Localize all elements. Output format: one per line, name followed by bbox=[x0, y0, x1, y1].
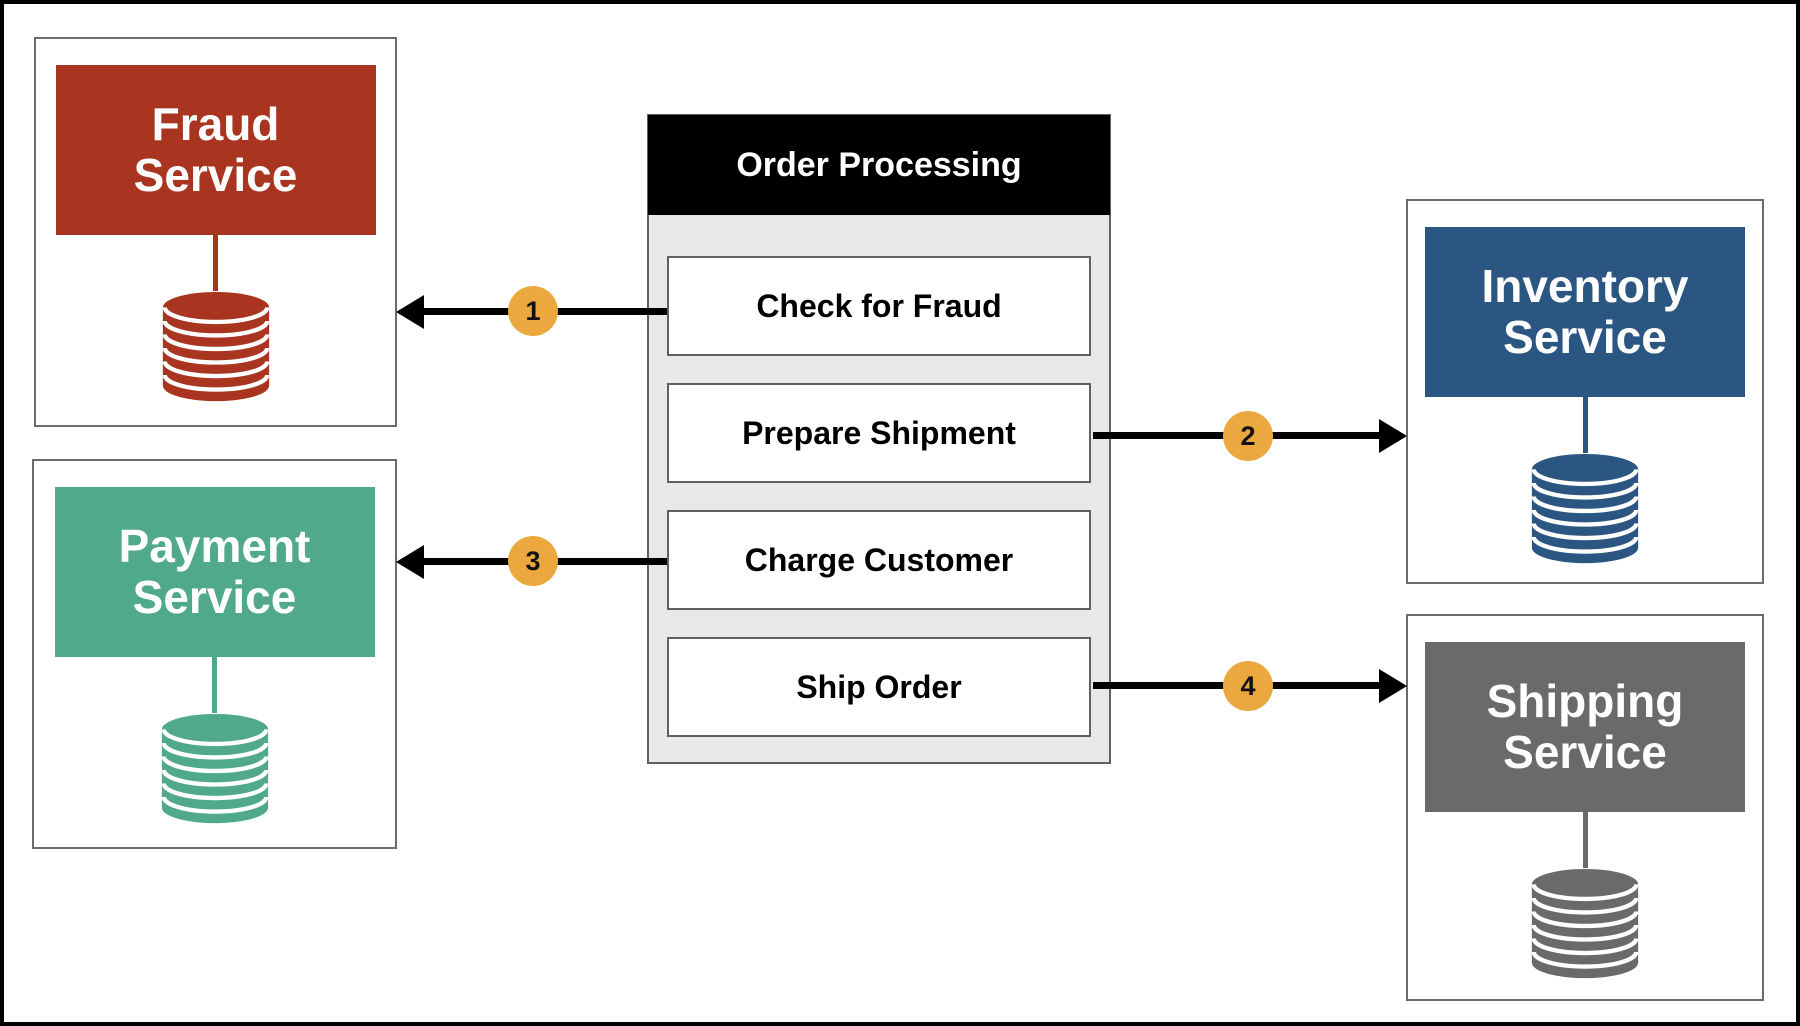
step-charge-customer: Charge Customer bbox=[667, 510, 1091, 610]
step-check-for-fraud: Check for Fraud bbox=[667, 256, 1091, 356]
inventory-database-icon bbox=[1531, 453, 1639, 564]
fraud-database-icon bbox=[162, 291, 269, 402]
step-ship-order: Ship Order bbox=[667, 637, 1091, 737]
order-processing-body: Check for Fraud Prepare Shipment Charge … bbox=[649, 214, 1109, 737]
connection-2-number: 2 bbox=[1240, 420, 1256, 451]
connection-4-number: 4 bbox=[1240, 670, 1256, 701]
connection-3-badge: 3 bbox=[508, 536, 558, 586]
connection-1-number: 1 bbox=[525, 295, 541, 326]
payment-service-label: Payment Service bbox=[118, 520, 311, 623]
fraud-service-box: Fraud Service bbox=[55, 65, 376, 235]
connection-3-number: 3 bbox=[525, 545, 541, 576]
step-charge-customer-label: Charge Customer bbox=[744, 541, 1014, 578]
step-ship-order-label: Ship Order bbox=[796, 668, 962, 705]
inventory-service-card: Inventory Service bbox=[1406, 199, 1764, 584]
inventory-service-label: Inventory Service bbox=[1481, 260, 1689, 363]
connection-4-badge: 4 bbox=[1223, 661, 1273, 711]
order-processing-header: Order Processing bbox=[648, 115, 1110, 215]
fraud-service-label: Fraud Service bbox=[133, 98, 298, 201]
inventory-connector-line bbox=[1582, 397, 1588, 453]
connection-2-badge: 2 bbox=[1223, 411, 1273, 461]
connection-1-badge: 1 bbox=[508, 286, 558, 336]
payment-database-icon bbox=[161, 713, 268, 824]
shipping-connector-line bbox=[1582, 812, 1588, 868]
fraud-service-card: Fraud Service bbox=[34, 37, 397, 427]
step-prepare-shipment-label: Prepare Shipment bbox=[742, 414, 1016, 451]
payment-service-box: Payment Service bbox=[54, 487, 375, 657]
panel-title: Order Processing bbox=[736, 145, 1022, 184]
payment-connector-line bbox=[212, 657, 217, 713]
step-prepare-shipment: Prepare Shipment bbox=[667, 383, 1091, 483]
inventory-service-box: Inventory Service bbox=[1425, 227, 1745, 397]
order-processing-panel: Order Processing Check for Fraud Prepare… bbox=[647, 114, 1111, 764]
fraud-connector-line bbox=[213, 235, 218, 291]
shipping-database-icon bbox=[1531, 868, 1639, 979]
step-check-for-fraud-label: Check for Fraud bbox=[756, 287, 1002, 324]
payment-service-card: Payment Service bbox=[32, 459, 397, 849]
shipping-service-box: Shipping Service bbox=[1425, 642, 1745, 812]
shipping-service-label: Shipping Service bbox=[1486, 675, 1684, 778]
shipping-service-card: Shipping Service bbox=[1406, 614, 1764, 1001]
